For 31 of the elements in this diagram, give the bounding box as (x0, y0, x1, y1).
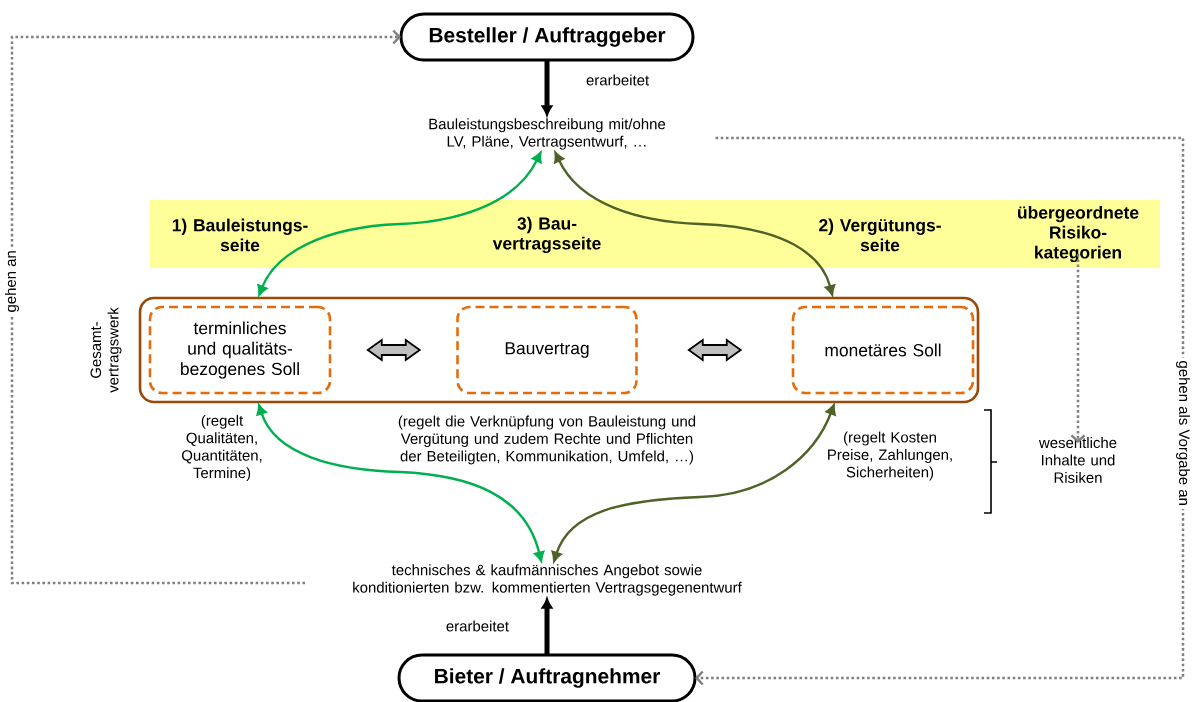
edge-label: gehen als Vorgabe an (1173, 357, 1192, 509)
edge-label: gehen an (2, 247, 22, 316)
note-text: wesentliche Inhalte und Risiken (1038, 437, 1117, 483)
arrow (695, 136, 1185, 686)
edge-label: erarbeitet (446, 620, 509, 632)
arrow (10, 29, 401, 585)
arrow (551, 404, 836, 562)
band-heading: übergeordnete Risiko- kategorien (1018, 205, 1139, 263)
band-heading: 3) Bau- vertragsseite (492, 216, 601, 254)
party-box: Besteller / Auftraggeber (399, 12, 695, 62)
double-arrow (366, 338, 422, 362)
arrow (1070, 254, 1086, 444)
note-text: (regelt die Verknüpfung von Bauleistung und Vergütung und zudem Rechte und Pflichten der Beteiligten, Kommunikation, Umfeld, …) (398, 415, 696, 465)
document-text: Bauleistungsbeschreibung mit/ohne LV, Pläne, Vertragsentwurf, … (429, 118, 666, 150)
note-text: (regelt Qualitäten, Quantitäten, Termine) (182, 414, 262, 482)
band-heading: 2) Vergütungs- seite (819, 218, 941, 252)
edge-label: erarbeitet (586, 74, 649, 86)
frame-heading: Gesamt- vertragswerk (90, 307, 122, 393)
note-text: (regelt Kosten Preise, Zahlungen, Sicherheiten) (828, 431, 952, 481)
arrow (541, 598, 553, 655)
dashed-box: Bauvertrag (456, 305, 638, 395)
arrow (541, 60, 553, 116)
double-arrow (687, 338, 743, 362)
arrow (554, 151, 836, 296)
dashed-box: terminliches und qualitäts- bezogenes Soll (148, 305, 332, 395)
arrow (257, 151, 542, 296)
band-heading: 1) Bauleistungs- seite (172, 218, 308, 252)
arrow (256, 404, 545, 562)
document-text: technisches & kaufmännisches Angebot sowie konditionierten bzw. kommentierten Vertragsgegenentwurf (353, 564, 742, 596)
dashed-box: monetäres Soll (791, 305, 975, 395)
party-box: Bieter / Auftragnehmer (397, 653, 697, 702)
